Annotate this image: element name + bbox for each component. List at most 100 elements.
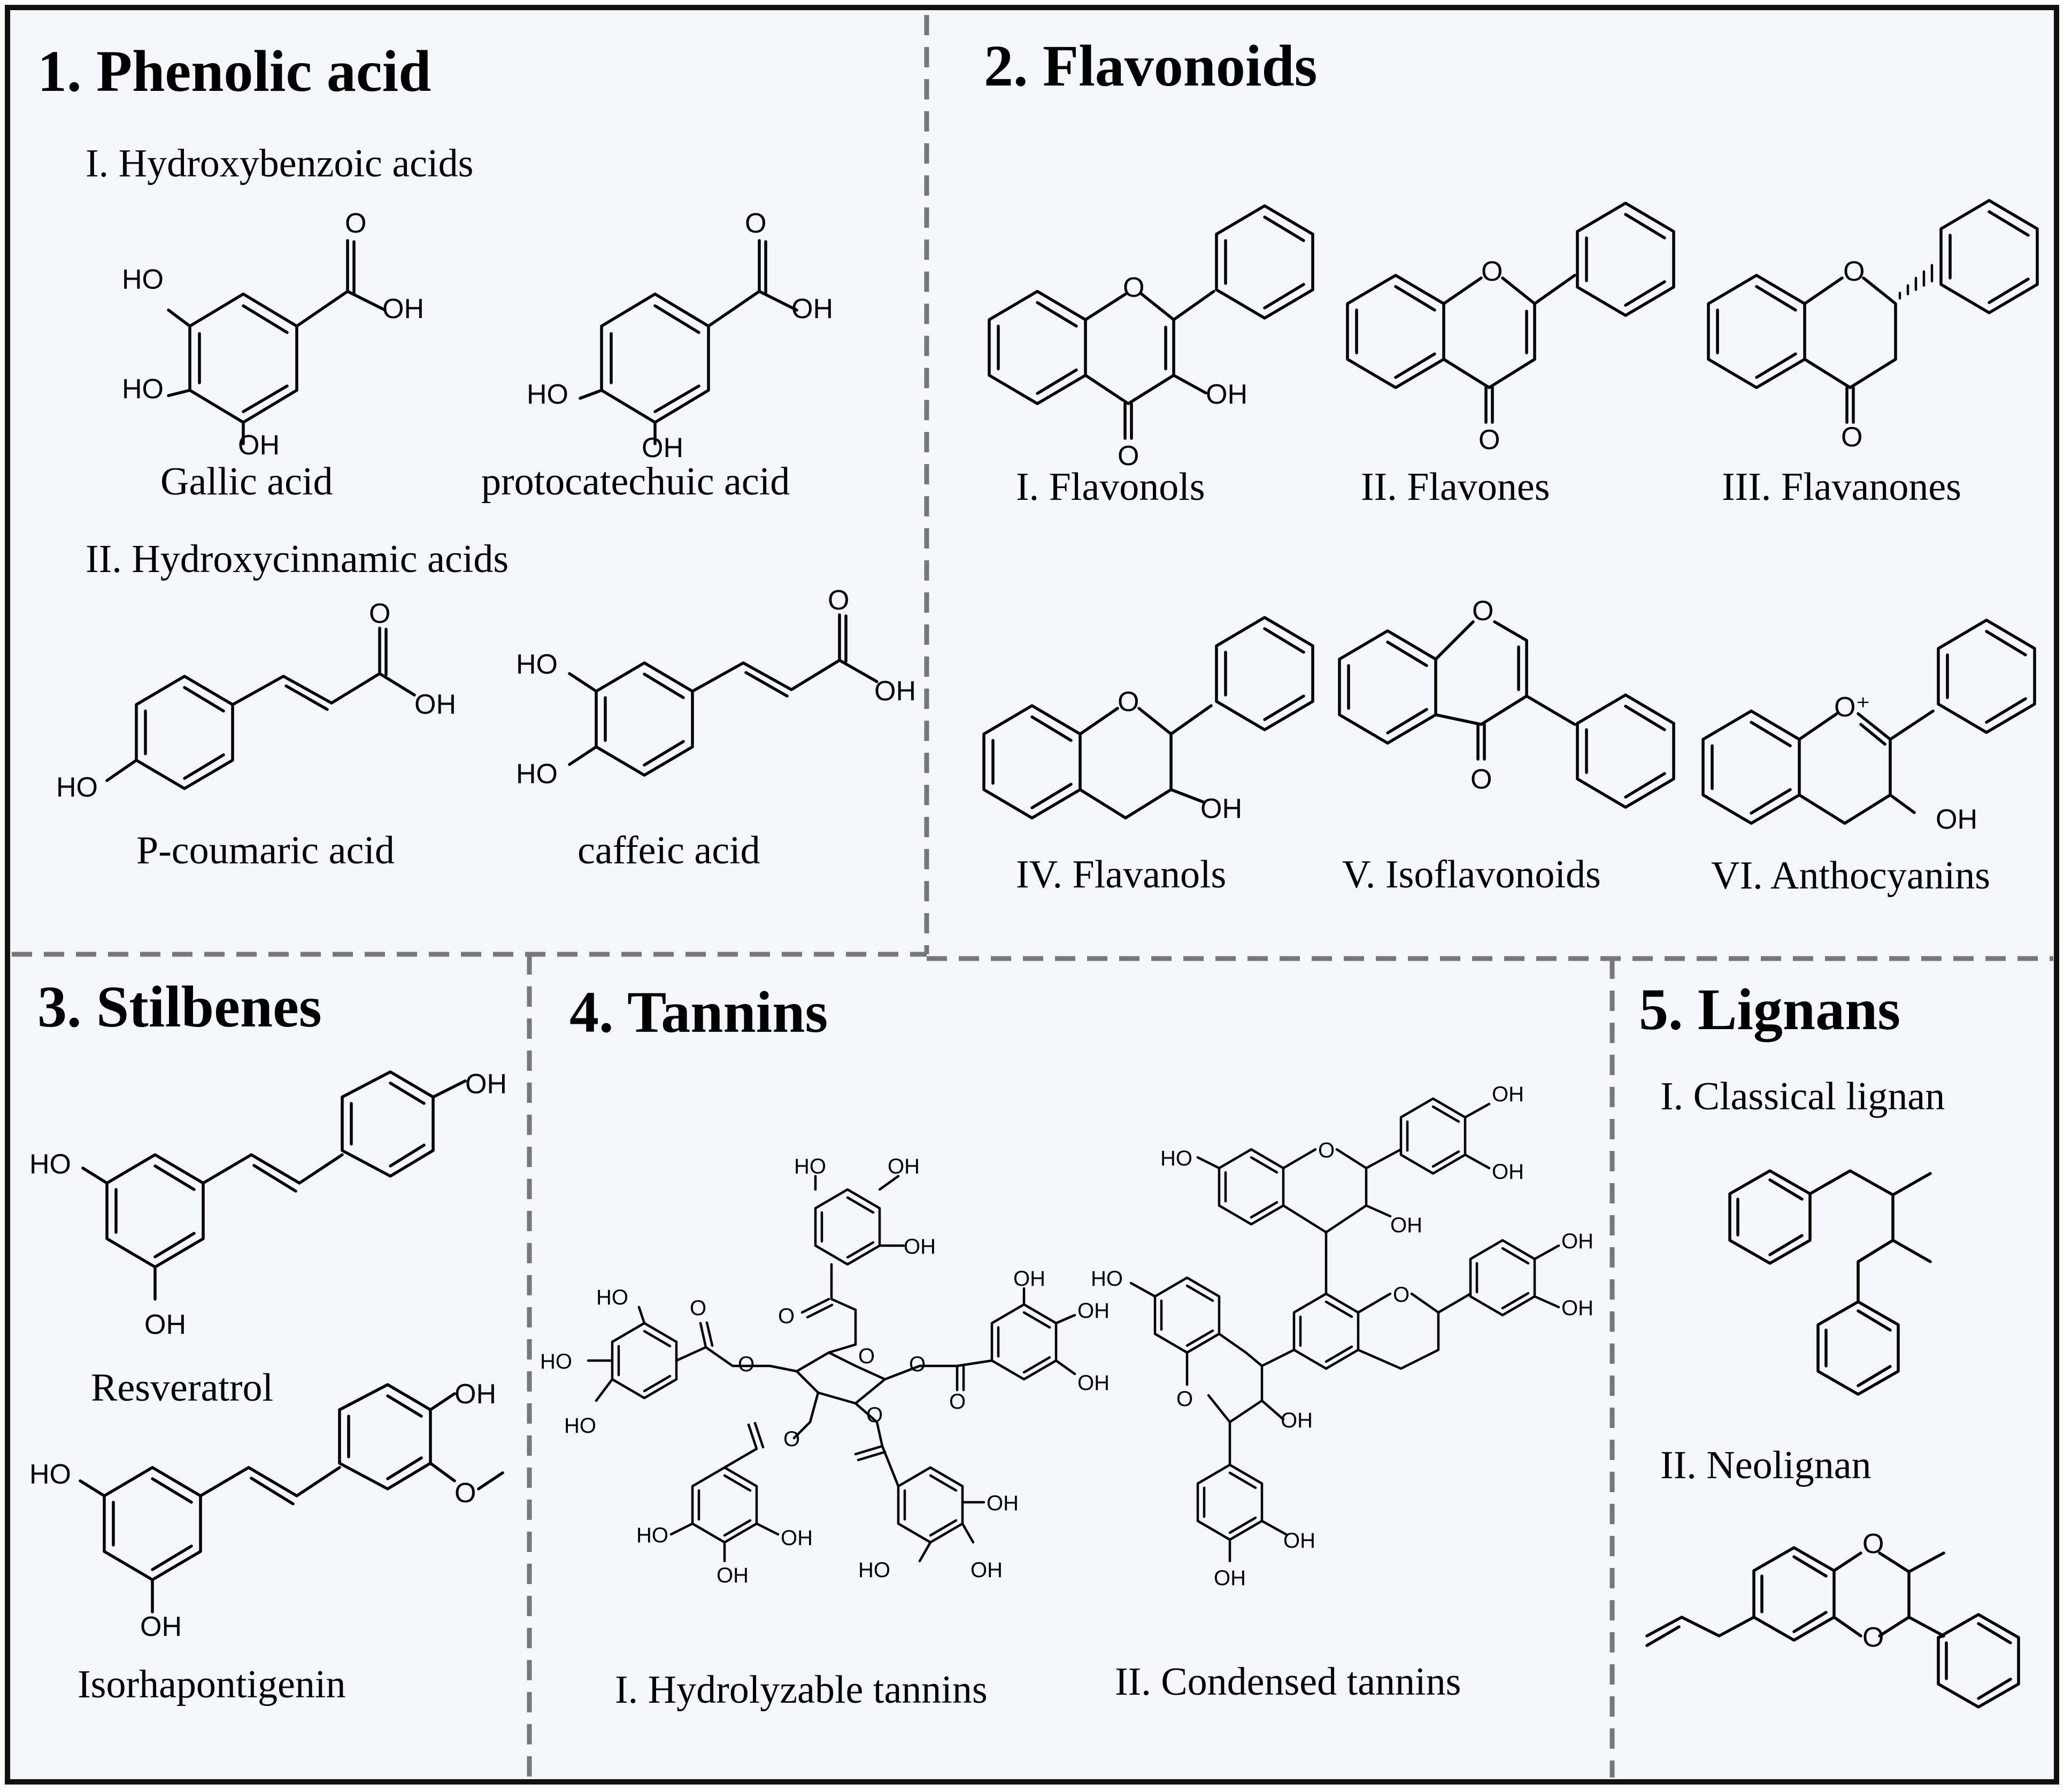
atom-o: O: [345, 208, 366, 239]
atom-o: O: [1118, 686, 1139, 717]
caption-flavanones: III. Flavanones: [1722, 465, 1961, 509]
atom-oh: OH: [1200, 793, 1242, 824]
caption-resveratrol: Resveratrol: [91, 1366, 273, 1410]
structure-neolignan: O O: [1645, 1528, 2020, 1709]
section-tannins: 4. Tannins I. Hydrolyzable tannins II. C…: [540, 979, 1593, 1712]
atom-oh: OH: [874, 676, 916, 707]
structure-isoflavonoids: O O: [1338, 596, 1675, 809]
atom-oh: OH: [791, 293, 833, 325]
structure-caffeic-acid: O OH HO HO: [516, 585, 916, 790]
structure-flavanones: O O: [1707, 199, 2039, 453]
atom-ho: HO: [596, 1286, 628, 1309]
atom-o: O: [745, 208, 766, 239]
atom-oh: OH: [382, 293, 424, 325]
section-title-flavonoids: 2. Flavonoids: [984, 33, 1317, 98]
caption-caffeic-acid: caffeic acid: [577, 829, 760, 872]
atom-o: O: [1478, 424, 1500, 455]
caption-isoflavonoids: V. Isoflavonoids: [1342, 853, 1601, 897]
atom-o: O: [1841, 422, 1862, 453]
atom-ho: HO: [636, 1524, 668, 1547]
atom-oh: OH: [1561, 1296, 1593, 1320]
structure-flavones: O O: [1346, 202, 1675, 455]
atom-oh: OH: [455, 1379, 496, 1410]
atom-oh: OH: [144, 1309, 186, 1340]
atom-o: O: [858, 1345, 875, 1368]
caption-flavones: II. Flavones: [1361, 465, 1550, 509]
caption-flavonols: I. Flavonols: [1016, 465, 1205, 509]
subtitle-neolignan: II. Neolignan: [1660, 1443, 1872, 1487]
structure-anthocyanins: O⁺ OH: [1701, 619, 2036, 835]
subtitle-hydroxycinnamic: II. Hydroxycinnamic acids: [86, 537, 509, 581]
atom-ho: HO: [122, 374, 164, 405]
atom-o: O: [455, 1478, 476, 1509]
atom-oh: OH: [465, 1069, 507, 1100]
section-stilbenes: 3. Stilbenes Resveratrol Isorhapontigeni…: [29, 974, 507, 1706]
atom-o: O: [1118, 441, 1139, 472]
atom-oh: OH: [1936, 804, 1977, 835]
structure-classical-lignan: [1728, 1169, 1932, 1396]
atom-oh: OH: [140, 1611, 182, 1642]
atom-o: O: [1318, 1139, 1335, 1162]
atom-oh: OH: [238, 430, 280, 461]
atom-ho: HO: [540, 1350, 572, 1373]
atom-o: O: [1393, 1283, 1410, 1307]
atom-ho: HO: [516, 649, 558, 680]
atom-oh: OH: [1283, 1529, 1315, 1552]
atom-o: O: [1123, 272, 1144, 303]
section-flavonoids: 2. Flavonoids I. Flavonols II. Flavones …: [982, 33, 2039, 898]
structure-p-coumaric-acid: O OH HO: [56, 598, 456, 803]
atom-o: O: [828, 585, 849, 616]
atom-o: O: [1862, 1622, 1884, 1653]
atom-oh: OH: [1077, 1371, 1110, 1395]
structure-flavanols: O OH: [982, 616, 1314, 824]
atom-oh: OH: [888, 1155, 920, 1178]
caption-hydrolyzable-tannins: I. Hydrolyzable tannins: [615, 1668, 988, 1712]
caption-protocatechuic-acid: protocatechuic acid: [481, 460, 790, 504]
section-phenolic-acid: 1. Phenolic acid I. Hydroxybenzoic acids…: [37, 38, 916, 872]
atom-ho: HO: [1160, 1147, 1192, 1170]
atom-oh: OH: [971, 1558, 1003, 1582]
atom-ho: HO: [516, 759, 558, 790]
section-title-lignans: 5. Lignans: [1639, 977, 1900, 1042]
structure-condensed-tannin: HO O OH OH OH O OH OH: [1091, 1083, 1593, 1590]
structure-flavonols: O O OH: [988, 204, 1314, 472]
atom-ho: HO: [564, 1414, 596, 1438]
atom-ho: HO: [1091, 1267, 1123, 1291]
atom-oh: OH: [1077, 1299, 1110, 1323]
section-title-tannins: 4. Tannins: [569, 979, 828, 1045]
atom-ho: HO: [122, 264, 164, 295]
caption-anthocyanins: VI. Anthocyanins: [1711, 854, 1990, 898]
atom-o: O: [778, 1304, 795, 1328]
atom-oh: OH: [1013, 1267, 1045, 1291]
caption-gallic-acid: Gallic acid: [160, 460, 333, 504]
atom-o: O: [1481, 256, 1503, 287]
section-lignans: 5. Lignans I. Classical lignan II. Neoli…: [1639, 977, 2020, 1709]
structure-resveratrol: OH HO OH: [29, 1069, 507, 1340]
atom-o: O: [1176, 1387, 1193, 1411]
atom-oh: OH: [1281, 1409, 1313, 1432]
atom-ho: HO: [794, 1155, 826, 1178]
atom-oh: OH: [1492, 1160, 1524, 1184]
atom-o: O: [1470, 764, 1492, 795]
figure-border: [5, 5, 2059, 1785]
atom-o: O: [369, 598, 390, 629]
caption-flavanols: IV. Flavanols: [1016, 853, 1226, 897]
atom-oh: OH: [1206, 379, 1247, 410]
structure-isorhapontigenin: OH O HO OH: [29, 1379, 504, 1642]
atom-o: O: [690, 1296, 706, 1320]
atom-o: O: [738, 1353, 754, 1376]
atom-ho: HO: [56, 772, 98, 803]
caption-isorhapontigenin: Isorhapontigenin: [78, 1663, 345, 1706]
caption-p-coumaric-acid: P-coumaric acid: [136, 829, 395, 872]
atom-oh: OH: [1561, 1230, 1593, 1253]
atom-ho: HO: [527, 379, 568, 410]
atom-oh: OH: [1390, 1214, 1422, 1237]
atom-o: O: [949, 1390, 966, 1413]
structure-hydrolyzable-tannin: HO OH OH O HO HO HO O O OH OH OH O O O: [540, 1155, 1110, 1587]
atom-oh: OH: [1492, 1083, 1524, 1106]
atom-oh: OH: [904, 1235, 936, 1258]
atom-o-plus: O⁺: [1834, 692, 1870, 723]
atom-ho: HO: [29, 1149, 71, 1180]
atom-oh: OH: [642, 432, 683, 464]
